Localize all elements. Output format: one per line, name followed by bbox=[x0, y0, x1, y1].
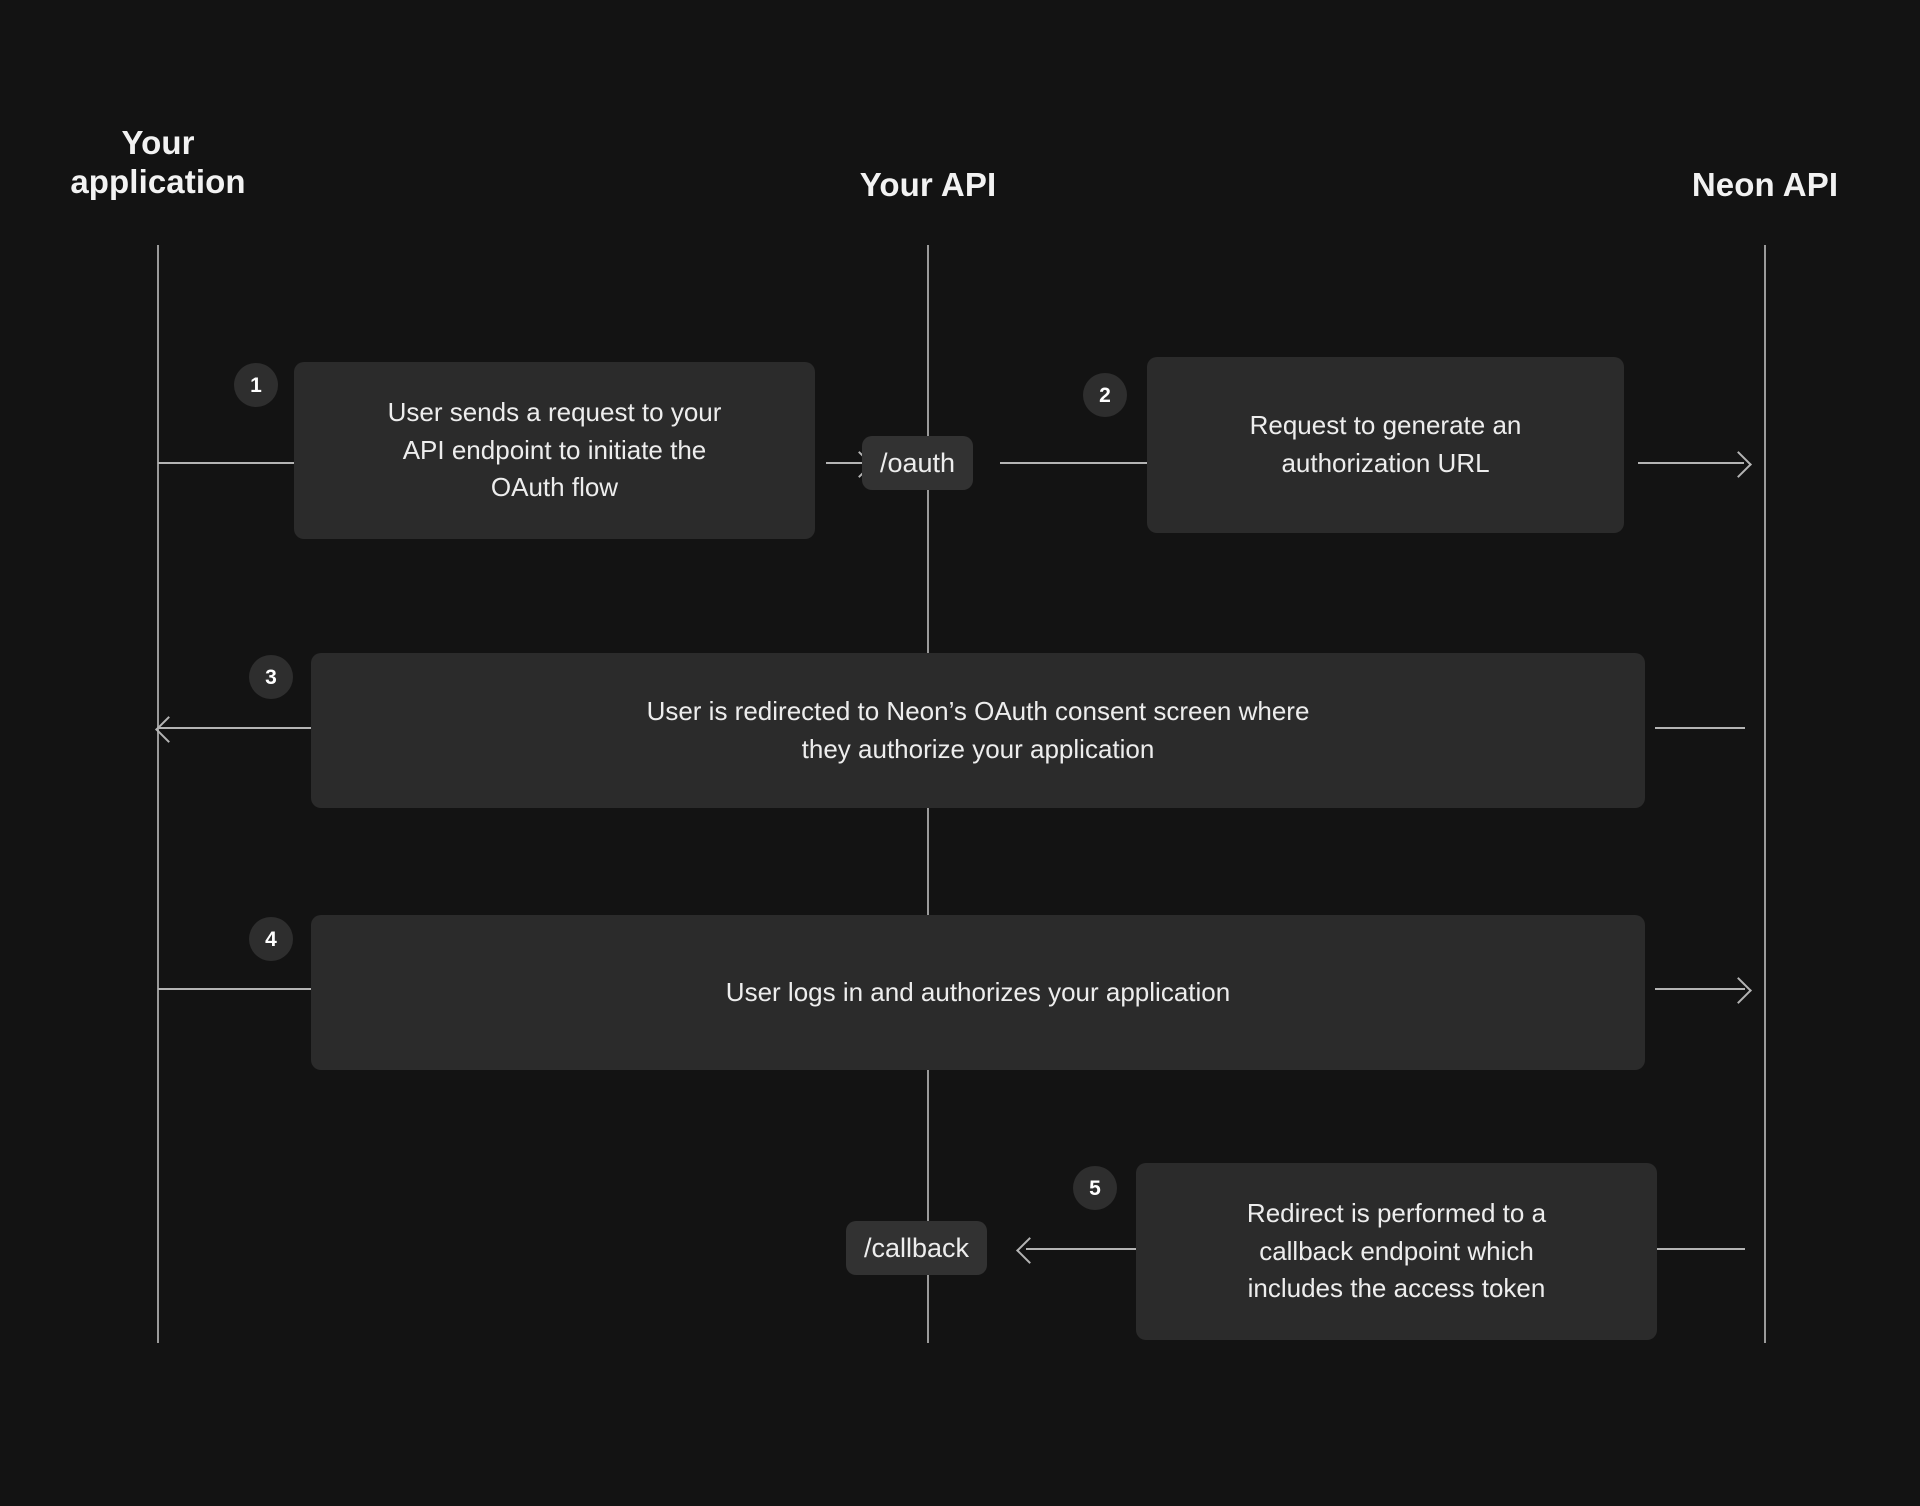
connector-step-1-to-oauth bbox=[826, 462, 862, 464]
step-badge-3: 3 bbox=[249, 655, 293, 699]
message-text-step-4: User logs in and authorizes your applica… bbox=[725, 976, 1231, 1007]
message-box-step-4: User logs in and authorizes your applica… bbox=[311, 915, 1645, 1070]
connector-step-5-right bbox=[1657, 1248, 1745, 1250]
arrowhead-step-2-right bbox=[1725, 451, 1752, 478]
participant-your-application: Your application bbox=[70, 124, 246, 200]
arrowhead-step-4-right bbox=[1725, 977, 1752, 1004]
step-badge-2: 2 bbox=[1083, 373, 1127, 417]
connector-step-2-right bbox=[1638, 462, 1744, 464]
participant-your-api: Your API bbox=[859, 166, 997, 203]
connector-step-5-left bbox=[1026, 1248, 1136, 1250]
connector-step-1-left bbox=[158, 462, 294, 464]
oauth-pill[interactable]: /oauth bbox=[862, 436, 974, 490]
participant-neon-api: Neon API bbox=[1691, 166, 1839, 203]
connector-step-2-left bbox=[1000, 462, 1147, 464]
connector-step-3-left bbox=[158, 727, 312, 729]
message-text-step-3: User is redirected to Neon’s OAuth conse… bbox=[646, 695, 1310, 764]
connector-step-4-left bbox=[158, 988, 312, 990]
lifeline-your-application bbox=[157, 245, 159, 1343]
message-text-step-1: User sends a request to your API endpoin… bbox=[387, 396, 722, 503]
arrowhead-step-3-left bbox=[155, 716, 182, 743]
message-box-step-3: User is redirected to Neon’s OAuth conse… bbox=[311, 653, 1645, 808]
step-badge-4: 4 bbox=[249, 917, 293, 961]
callback-pill[interactable]: /callback bbox=[846, 1221, 988, 1275]
message-text-step-2: Request to generate an authorization URL bbox=[1249, 410, 1522, 478]
arrowhead-step-5-left bbox=[1016, 1237, 1043, 1264]
step-badge-5: 5 bbox=[1073, 1166, 1117, 1210]
message-text-step-5: Redirect is performed to a callback endp… bbox=[1246, 1197, 1547, 1304]
message-box-step-5: Redirect is performed to a callback endp… bbox=[1136, 1163, 1657, 1340]
connector-step-3-right bbox=[1655, 727, 1745, 729]
connector-step-4-right bbox=[1655, 988, 1745, 990]
message-box-step-1: User sends a request to your API endpoin… bbox=[294, 362, 815, 539]
message-box-step-2: Request to generate an authorization URL bbox=[1147, 357, 1624, 533]
step-badge-1: 1 bbox=[234, 363, 278, 407]
lifeline-neon-api bbox=[1764, 245, 1766, 1343]
